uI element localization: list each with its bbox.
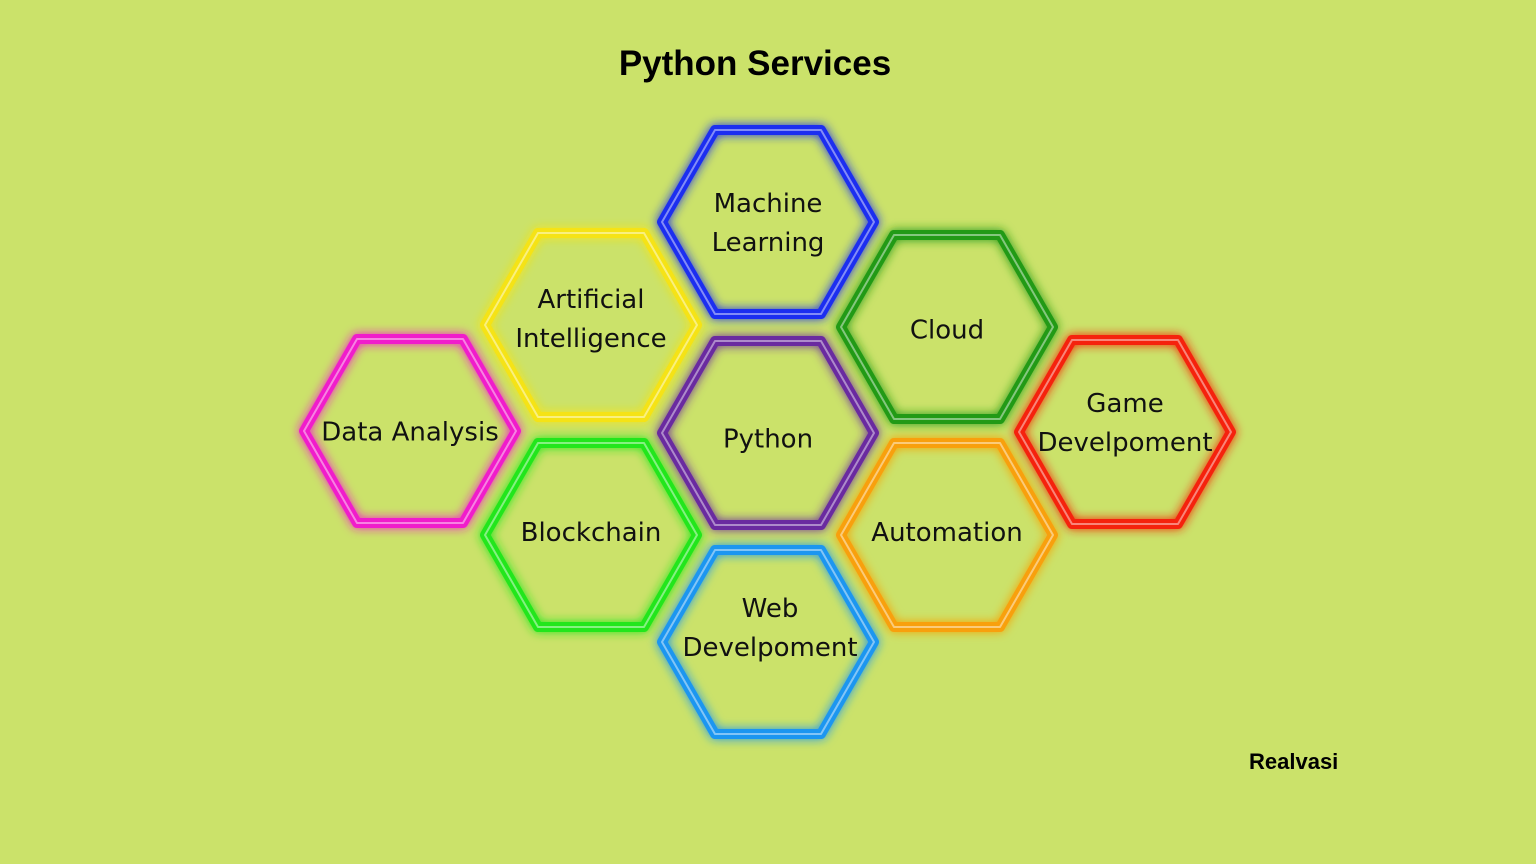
diagram-title: Python Services bbox=[618, 44, 892, 83]
hexagon-label: Machine bbox=[714, 189, 823, 219]
hexagon-outline bbox=[836, 230, 1058, 424]
hexagon-highlight bbox=[661, 340, 875, 526]
hexagon-label: Learning bbox=[712, 228, 825, 258]
hexagon-data-analysis: Data Analysis bbox=[299, 334, 521, 528]
hexagon-outline bbox=[657, 125, 879, 319]
hexagon-label: Automation bbox=[871, 518, 1022, 548]
hexagon-label: Develpoment bbox=[1037, 428, 1212, 458]
hexagon-highlight bbox=[661, 129, 875, 315]
hexagon-label: Game bbox=[1086, 389, 1163, 419]
hexagon-label: Cloud bbox=[910, 316, 984, 346]
hexagon-highlight bbox=[303, 338, 517, 524]
hexagon-label: Intelligence bbox=[515, 324, 666, 354]
hexagon-label: Blockchain bbox=[521, 518, 662, 548]
hexagon-python: Python bbox=[657, 336, 879, 530]
brand-label: Realvasi bbox=[1249, 749, 1339, 774]
hexagon-label: Artificial bbox=[538, 285, 645, 315]
hexagon-label: Develpoment bbox=[682, 633, 857, 663]
hexagon-label: Python bbox=[723, 424, 813, 454]
hexagon-outline bbox=[657, 336, 879, 530]
hexagon-label: Data Analysis bbox=[321, 417, 498, 447]
hexagon-highlight bbox=[484, 442, 698, 628]
hexagon-outline bbox=[836, 438, 1058, 632]
hexagon-label: Web bbox=[742, 594, 799, 624]
hexagon-highlight bbox=[1018, 339, 1232, 525]
hexagon-outline bbox=[657, 545, 879, 739]
hexagon-highlight bbox=[840, 234, 1054, 420]
hexagon-automation: Automation bbox=[836, 438, 1058, 632]
hexagon-blockchain: Blockchain bbox=[480, 438, 702, 632]
hexagon-highlight bbox=[484, 232, 698, 418]
hexagon-outline bbox=[480, 438, 702, 632]
hexagon-cloud: Cloud bbox=[836, 230, 1058, 424]
hexagon-highlight bbox=[661, 549, 875, 735]
hexagon-outline bbox=[1014, 335, 1236, 529]
hexagon-outline bbox=[480, 228, 702, 422]
hexagon-outline bbox=[299, 334, 521, 528]
hexagon-highlight bbox=[840, 442, 1054, 628]
